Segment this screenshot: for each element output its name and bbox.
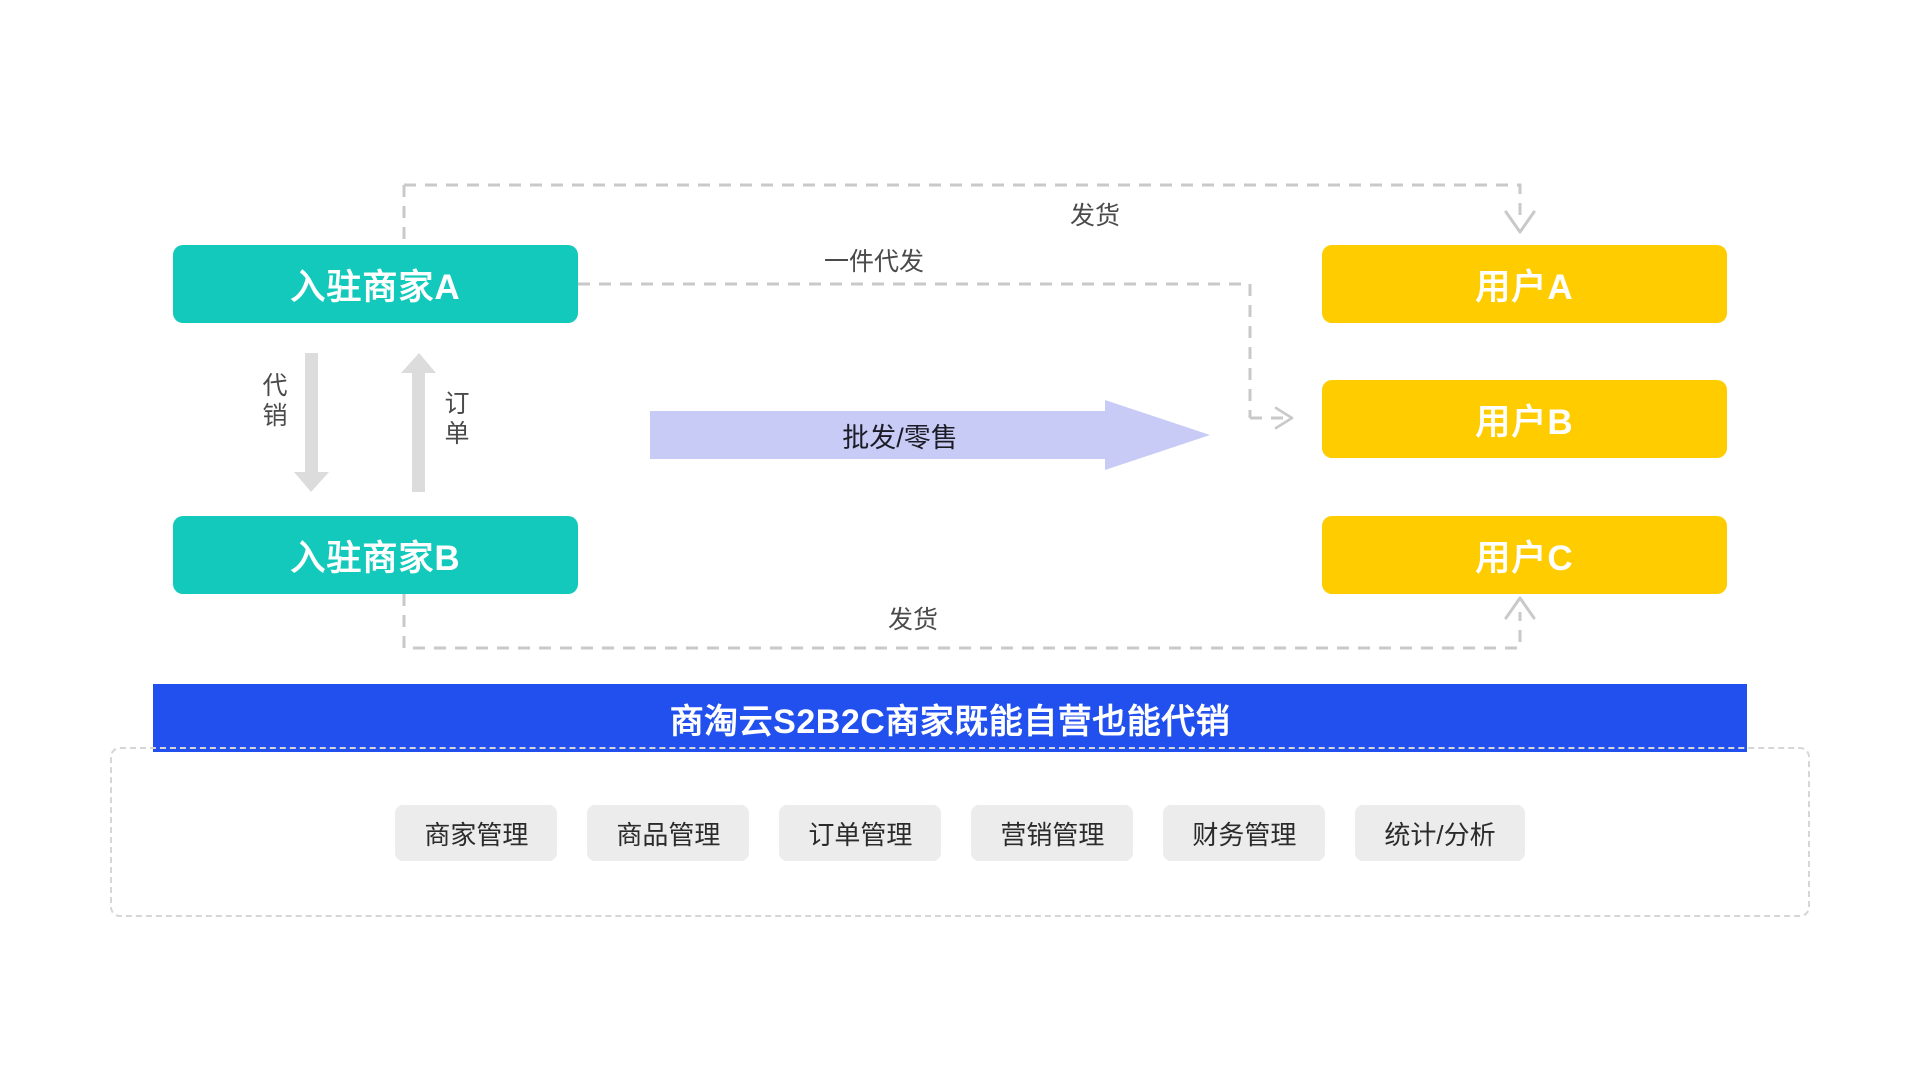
module-chip-marketing-label: 营销管理 [1000, 819, 1105, 850]
wholesale-arrow-shape [650, 400, 1210, 470]
module-panel [110, 747, 1810, 917]
module-chip-merchant-label: 商家管理 [424, 819, 529, 850]
merchant-box-b[interactable]: 入驻商家B [173, 516, 578, 594]
platform-banner-text: 商淘云S2B2C商家既能自营也能代销 [669, 702, 1231, 741]
merchant-a-label: 入驻商家A [290, 267, 461, 307]
merchant-b-label: 入驻商家B [290, 538, 461, 578]
label-ship-top: 发货 [1070, 196, 1120, 232]
label-dropship: 一件代发 [824, 242, 924, 278]
user-box-a[interactable]: 用户A [1322, 245, 1727, 323]
connector-ship-top [402, 183, 1536, 245]
module-list: 商家管理 商品管理 订单管理 营销管理 财务管理 统计/分析 [110, 805, 1810, 861]
ship-top-text: 发货 [1070, 202, 1121, 230]
module-chip-analytics[interactable]: 统计/分析 [1355, 805, 1525, 861]
wholesale-retail-label: 批发/零售 [842, 422, 958, 453]
user-a-label: 用户A [1475, 267, 1574, 307]
arrow-consignment-down [294, 353, 329, 492]
connector-ship-bottom [402, 594, 1536, 650]
platform-banner: 商淘云S2B2C商家既能自营也能代销 [153, 684, 1747, 752]
label-ship-bottom: 发货 [888, 600, 938, 636]
module-chip-analytics-label: 统计/分析 [1384, 819, 1496, 850]
ship-bottom-text: 发货 [888, 606, 939, 634]
user-box-c[interactable]: 用户C [1322, 516, 1727, 594]
module-chip-product[interactable]: 商品管理 [587, 805, 750, 861]
merchant-box-a[interactable]: 入驻商家A [173, 245, 578, 323]
module-chip-order-label: 订单管理 [808, 819, 913, 850]
module-chip-finance[interactable]: 财务管理 [1163, 805, 1326, 861]
wholesale-arrow-label-wrap: 批发/零售 [650, 400, 1150, 470]
module-chip-finance-label: 财务管理 [1192, 819, 1297, 850]
arrow-order-up [401, 353, 436, 492]
user-c-label: 用户C [1475, 538, 1574, 578]
label-order: 订单 [444, 390, 470, 448]
user-box-b[interactable]: 用户B [1322, 380, 1727, 458]
user-b-label: 用户B [1475, 402, 1574, 442]
dropship-text: 一件代发 [824, 248, 925, 276]
module-chip-order[interactable]: 订单管理 [779, 805, 942, 861]
module-chip-product-label: 商品管理 [616, 819, 721, 850]
module-chip-merchant[interactable]: 商家管理 [395, 805, 558, 861]
label-consignment: 代销 [262, 372, 288, 430]
module-chip-marketing[interactable]: 营销管理 [971, 805, 1134, 861]
